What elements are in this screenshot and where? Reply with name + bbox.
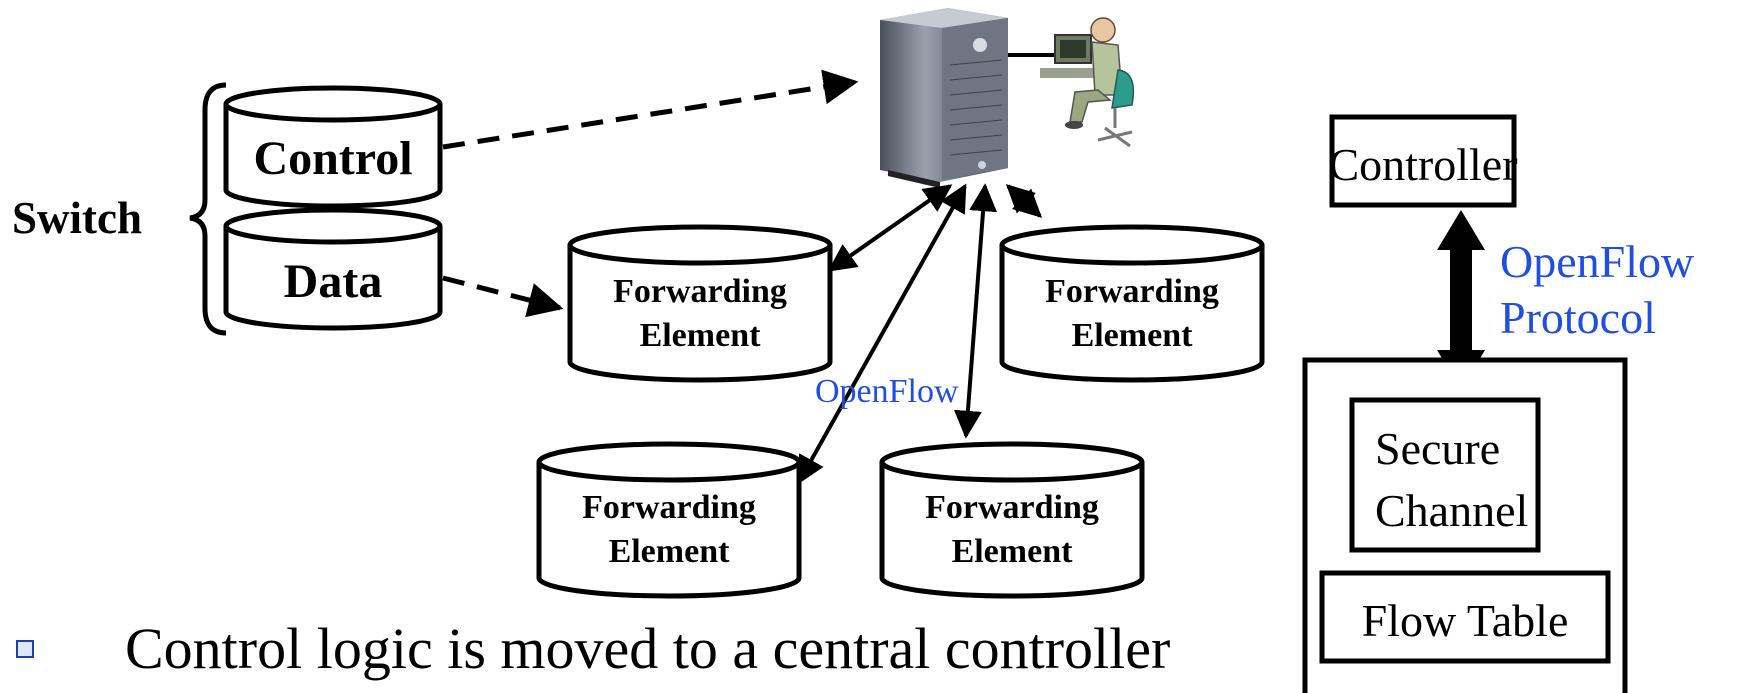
switch-label: Switch — [12, 193, 142, 243]
fe1-label-line1: Forwarding — [613, 273, 787, 310]
fe2-label-line2: Element — [1072, 317, 1194, 354]
fe4-label-line1: Forwarding — [925, 489, 1099, 526]
control-cylinder — [223, 85, 443, 209]
secure-label-line2: Channel — [1375, 485, 1528, 536]
secure-channel-box — [1349, 397, 1541, 553]
fe1-label-line2: Element — [640, 317, 762, 354]
forwarding-element-3 — [536, 441, 802, 599]
fe3-label-line1: Forwarding — [582, 489, 756, 526]
openflow-protocol-arrow — [1437, 210, 1485, 390]
forwarding-element-2 — [999, 224, 1265, 383]
fe4-label-line2: Element — [952, 533, 1074, 570]
data-to-fe-dashed-arrow — [442, 275, 564, 318]
flow-table-label: Flow Table — [1362, 595, 1569, 646]
protocol-label-line1: OpenFlow — [1500, 236, 1695, 287]
fe2-label-line1: Forwarding — [1045, 273, 1219, 310]
data-plane-label: Data — [284, 255, 383, 308]
user-at-computer-icon — [1040, 17, 1135, 148]
fe3-label-line2: Element — [609, 533, 731, 570]
server-fe4-arrow — [953, 183, 998, 439]
bullet-square-icon — [16, 640, 34, 658]
server-fe2-arrow — [1005, 184, 1043, 218]
switch-group: Switch Control Data — [12, 82, 443, 336]
bullet-text: Control logic is moved to a central cont… — [125, 616, 1171, 681]
control-plane-label: Control — [253, 132, 412, 185]
server-fe1-arrow — [827, 184, 953, 272]
protocol-label-line2: Protocol — [1500, 292, 1656, 343]
data-cylinder — [223, 207, 443, 331]
controller-label: Controller — [1328, 139, 1517, 190]
openflow-label: OpenFlow — [815, 373, 959, 410]
server-fe3-arrow — [797, 183, 967, 485]
switch-brace — [189, 82, 227, 336]
control-to-server-dashed-arrow — [442, 69, 859, 150]
controller-box — [1329, 114, 1517, 208]
server-tower-icon — [880, 8, 1008, 188]
flow-table-box — [1319, 570, 1611, 664]
secure-label-line1: Secure — [1375, 423, 1500, 474]
